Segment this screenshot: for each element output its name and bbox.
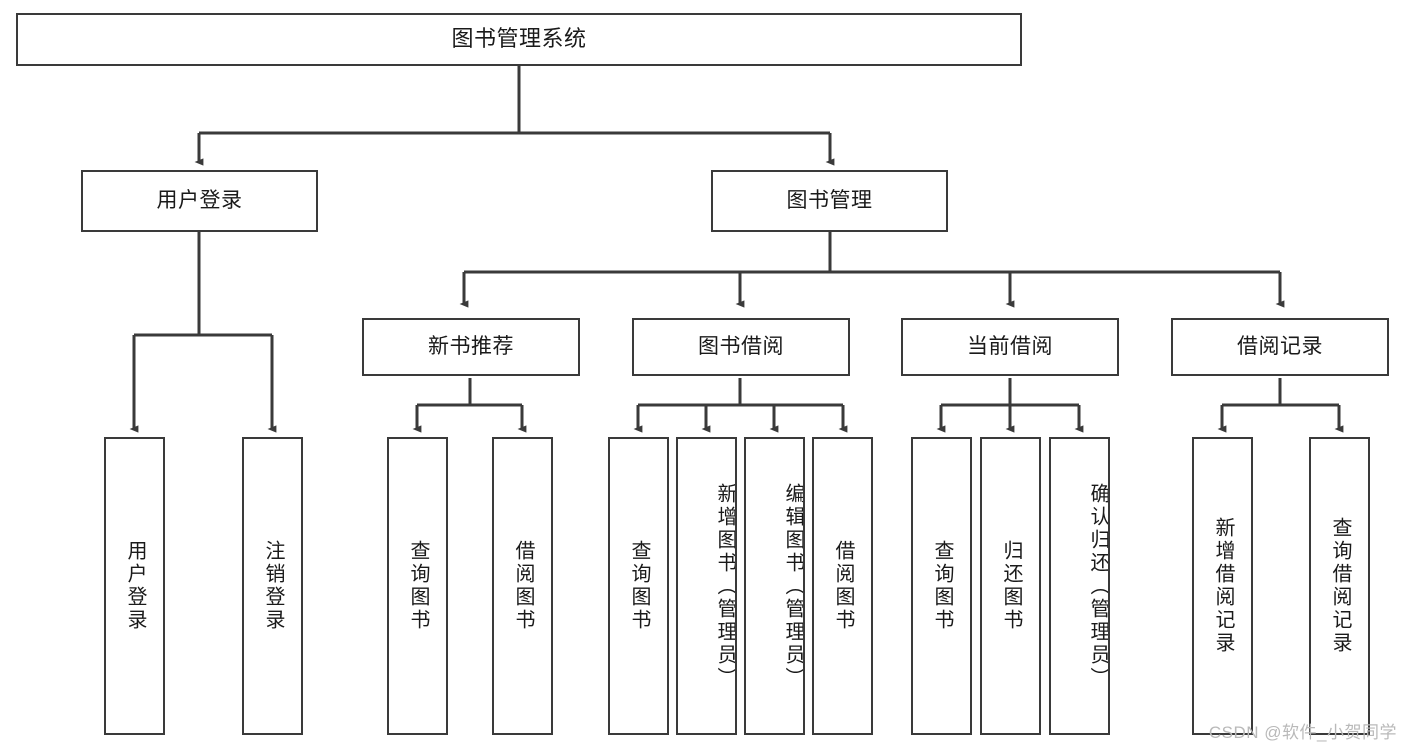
node-label: 查询图书 bbox=[931, 540, 953, 632]
leaf-return-book[interactable]: 归还图书 bbox=[980, 437, 1041, 735]
node-label: 确认归还（管理员） bbox=[1087, 482, 1109, 690]
node-label: 新增借阅记录 bbox=[1212, 517, 1234, 655]
node-label: 编辑图书（管理员） bbox=[782, 482, 804, 690]
node-book-management[interactable]: 图书管理 bbox=[711, 170, 948, 232]
node-label: 图书借阅 bbox=[698, 335, 784, 359]
leaf-confirm-return-admin[interactable]: 确认归还（管理员） bbox=[1049, 437, 1110, 735]
leaf-add-borrow-record[interactable]: 新增借阅记录 bbox=[1192, 437, 1253, 735]
node-label: 借阅图书 bbox=[832, 540, 854, 632]
node-label: 用户登录 bbox=[124, 540, 146, 632]
node-label: 查询图书 bbox=[628, 540, 650, 632]
node-user-login[interactable]: 用户登录 bbox=[81, 170, 318, 232]
watermark-text: CSDN @软件_小贺同学 bbox=[1208, 723, 1397, 742]
node-label: 注销登录 bbox=[262, 540, 284, 632]
node-borrow-record[interactable]: 借阅记录 bbox=[1171, 318, 1389, 376]
node-label: 图书管理系统 bbox=[451, 26, 587, 52]
leaf-borrow-book-1[interactable]: 借阅图书 bbox=[492, 437, 553, 735]
node-label: 查询图书 bbox=[407, 540, 429, 632]
leaf-query-book-3[interactable]: 查询图书 bbox=[911, 437, 972, 735]
node-label: 借阅图书 bbox=[512, 540, 534, 632]
node-root-book-management-system[interactable]: 图书管理系统 bbox=[16, 13, 1022, 66]
node-label: 当前借阅 bbox=[967, 335, 1053, 359]
leaf-add-book-admin[interactable]: 新增图书（管理员） bbox=[676, 437, 737, 735]
leaf-query-borrow-record[interactable]: 查询借阅记录 bbox=[1309, 437, 1370, 735]
node-label: 新书推荐 bbox=[428, 335, 514, 359]
leaf-query-book-2[interactable]: 查询图书 bbox=[608, 437, 669, 735]
node-label: 图书管理 bbox=[786, 189, 873, 213]
node-label: 归还图书 bbox=[1000, 540, 1022, 632]
leaf-user-login[interactable]: 用户登录 bbox=[104, 437, 165, 735]
leaf-edit-book-admin[interactable]: 编辑图书（管理员） bbox=[744, 437, 805, 735]
node-label: 借阅记录 bbox=[1237, 335, 1323, 359]
node-current-borrow[interactable]: 当前借阅 bbox=[901, 318, 1119, 376]
leaf-logout-login[interactable]: 注销登录 bbox=[242, 437, 303, 735]
leaf-borrow-book-2[interactable]: 借阅图书 bbox=[812, 437, 873, 735]
leaf-query-book-1[interactable]: 查询图书 bbox=[387, 437, 448, 735]
node-book-borrow[interactable]: 图书借阅 bbox=[632, 318, 850, 376]
node-label: 查询借阅记录 bbox=[1329, 517, 1351, 655]
node-new-book-recommend[interactable]: 新书推荐 bbox=[362, 318, 580, 376]
node-label: 新增图书（管理员） bbox=[714, 482, 736, 690]
node-label: 用户登录 bbox=[156, 189, 243, 213]
